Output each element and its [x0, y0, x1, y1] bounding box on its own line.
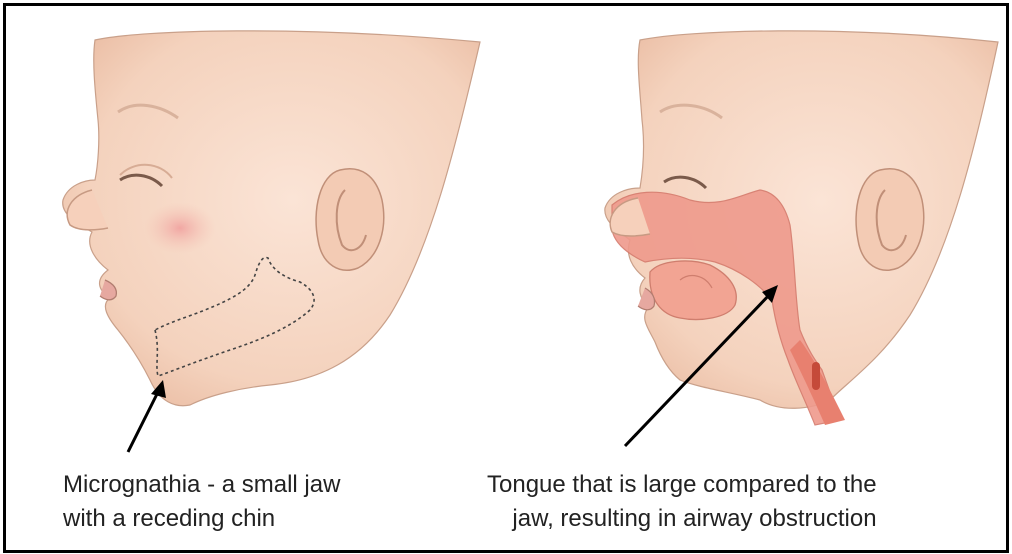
tongue-caption-line2: jaw, resulting in airway obstruction [487, 502, 877, 536]
right-ear [856, 169, 924, 270]
left-head-illustration [63, 31, 480, 452]
arrow-left [128, 388, 160, 452]
micrognathia-caption-line1: Micrognathia - a small jaw [63, 468, 340, 502]
left-head-outline [63, 31, 480, 406]
micrognathia-caption-line2: with a receding chin [63, 502, 340, 536]
left-cheek-blush [144, 202, 216, 254]
right-head-illustration [605, 31, 998, 446]
micrognathia-caption: Micrognathia - a small jaw with a recedi… [63, 468, 340, 536]
left-ear [316, 169, 384, 270]
tongue-caption-line1: Tongue that is large compared to the [487, 468, 877, 502]
tongue-caption: Tongue that is large compared to the jaw… [487, 468, 877, 536]
